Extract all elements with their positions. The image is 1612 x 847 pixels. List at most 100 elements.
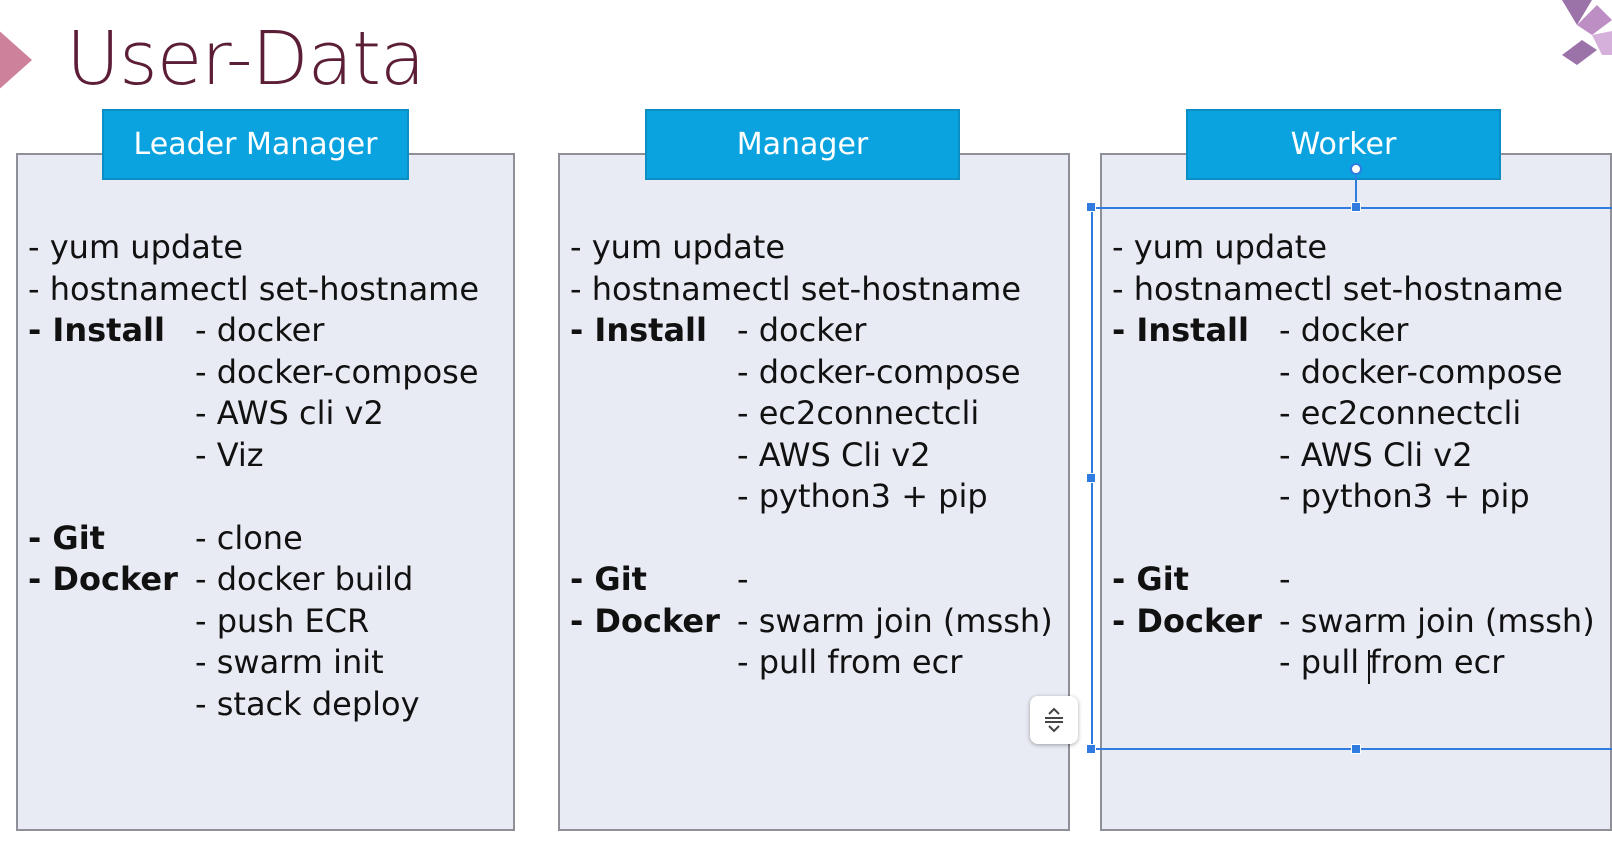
- resize-handle-top[interactable]: [1351, 202, 1361, 212]
- panel-leader-manager[interactable]: - yum update- hostnamectl set-hostname- …: [16, 153, 515, 831]
- text-line[interactable]: - python3 + pip: [1112, 476, 1602, 518]
- item-text: - AWS Cli v2: [1279, 435, 1473, 474]
- text-line[interactable]: - python3 + pip: [570, 476, 1060, 518]
- category-label: [1112, 476, 1279, 518]
- text-line[interactable]: - Docker - swarm join (mssh): [570, 601, 1060, 643]
- category-label: [1112, 352, 1279, 394]
- text-line[interactable]: [28, 476, 505, 518]
- tab-label: Worker: [1290, 127, 1397, 162]
- category-label: [1112, 518, 1279, 560]
- text-line[interactable]: - Docker - swarm join (mssh): [1112, 601, 1602, 643]
- category-label: [1112, 393, 1279, 435]
- text-line[interactable]: - stack deploy: [28, 684, 505, 726]
- category-label: - Git: [570, 560, 647, 598]
- text-line[interactable]: - ec2connectcli: [1112, 393, 1602, 435]
- item-text: - Viz: [195, 435, 264, 474]
- item-text: - docker build: [195, 560, 414, 598]
- category-label: [28, 393, 195, 435]
- text-line[interactable]: - docker-compose: [1112, 352, 1602, 394]
- text-line[interactable]: - Install - docker: [570, 310, 1060, 352]
- panel-body[interactable]: - yum update- hostnamectl set-hostname- …: [28, 227, 505, 725]
- resize-handle-left[interactable]: [1086, 473, 1096, 483]
- item-text: - python3 + pip: [1279, 477, 1530, 515]
- title-arrow-icon: [0, 28, 32, 92]
- category-label: - Install: [570, 311, 707, 349]
- resize-handle-top-left[interactable]: [1086, 202, 1096, 212]
- text-line[interactable]: - AWS Cli v2: [1112, 435, 1602, 477]
- category-label: [1112, 642, 1279, 684]
- item-text: - yum update: [1112, 228, 1328, 266]
- tab-worker[interactable]: Worker: [1186, 109, 1501, 180]
- item-text: - hostnamectl set-hostname: [28, 269, 480, 308]
- text-line[interactable]: [1112, 518, 1602, 560]
- text-line[interactable]: - hostnamectl set-hostname: [570, 269, 1060, 311]
- item-text: - swarm init: [195, 643, 384, 681]
- text-line[interactable]: - yum update: [570, 227, 1060, 269]
- text-line[interactable]: - Git - clone: [28, 518, 505, 560]
- item-text: - docker: [195, 311, 325, 349]
- panel-worker[interactable]: - yum update- hostnamectl set-hostname- …: [1100, 153, 1612, 831]
- text-line[interactable]: - hostnamectl set-hostname: [1112, 269, 1602, 311]
- category-label: [1112, 435, 1279, 477]
- text-line[interactable]: - yum update: [1112, 227, 1602, 269]
- item-text: - swarm join (mssh): [737, 601, 1053, 640]
- rotate-connector: [1355, 176, 1357, 208]
- item-text: - pull from ecr: [1279, 643, 1505, 681]
- text-line[interactable]: - Install- docker: [1112, 310, 1602, 352]
- category-label: - Install: [28, 311, 165, 349]
- text-line[interactable]: - ec2connectcli: [570, 393, 1060, 435]
- item-text: - ec2connectcli: [1279, 394, 1522, 432]
- category-label: [570, 435, 737, 477]
- text-line[interactable]: - AWS cli v2: [28, 393, 505, 435]
- category-label: [28, 435, 195, 477]
- item-text: - hostnamectl set-hostname: [1112, 269, 1564, 308]
- autofit-button[interactable]: [1030, 696, 1078, 744]
- item-text: -: [1279, 560, 1291, 598]
- category-label: [570, 393, 737, 435]
- category-label: [570, 642, 737, 684]
- rotate-handle[interactable]: [1350, 163, 1362, 175]
- panel-body[interactable]: - yum update- hostnamectl set-hostname- …: [1112, 227, 1602, 684]
- text-line[interactable]: - push ECR: [28, 601, 505, 643]
- text-line[interactable]: - yum update: [28, 227, 505, 269]
- category-label: - Docker: [28, 560, 178, 598]
- item-text: - swarm join (mssh): [1279, 601, 1595, 640]
- text-line[interactable]: - Viz: [28, 435, 505, 477]
- text-line[interactable]: - Git -: [570, 559, 1060, 601]
- item-text: - python3 + pip: [737, 477, 988, 515]
- text-line[interactable]: [570, 518, 1060, 560]
- panel-body[interactable]: - yum update- hostnamectl set-hostname- …: [570, 227, 1060, 684]
- category-label: [28, 601, 195, 643]
- text-line[interactable]: - hostnamectl set-hostname: [28, 269, 505, 311]
- text-line[interactable]: - Install - docker: [28, 310, 505, 352]
- category-label: - Docker: [1112, 601, 1262, 640]
- text-line[interactable]: - swarm init: [28, 642, 505, 684]
- text-line[interactable]: - docker-compose: [570, 352, 1060, 394]
- resize-handle-bottom-left[interactable]: [1086, 744, 1096, 754]
- tab-leader-manager[interactable]: Leader Manager: [102, 109, 409, 180]
- item-text: -: [737, 560, 749, 598]
- item-text: - docker: [737, 311, 867, 349]
- item-text: - push ECR: [195, 601, 370, 640]
- item-text: - yum update: [28, 228, 244, 266]
- category-label: - Docker: [570, 601, 720, 640]
- item-text: - clone: [195, 518, 303, 557]
- slide-title[interactable]: User-Data: [66, 16, 425, 102]
- item-text: - docker-compose: [195, 352, 479, 391]
- text-line[interactable]: - AWS Cli v2: [570, 435, 1060, 477]
- tab-label: Manager: [736, 127, 869, 162]
- text-line[interactable]: - Docker - docker build: [28, 559, 505, 601]
- panel-manager[interactable]: - yum update- hostnamectl set-hostname- …: [558, 153, 1070, 831]
- tab-label: Leader Manager: [133, 127, 378, 162]
- resize-handle-bottom[interactable]: [1351, 744, 1361, 754]
- tab-manager[interactable]: Manager: [645, 109, 960, 180]
- item-text: - docker-compose: [1279, 352, 1563, 391]
- category-label: - Git: [28, 518, 105, 557]
- text-line[interactable]: - Git-: [1112, 559, 1602, 601]
- text-cursor: [1368, 650, 1370, 684]
- text-line[interactable]: - pull from ecr: [570, 642, 1060, 684]
- text-line[interactable]: - pull from ecr: [1112, 642, 1602, 684]
- text-line[interactable]: - docker-compose: [28, 352, 505, 394]
- category-label: [570, 518, 737, 560]
